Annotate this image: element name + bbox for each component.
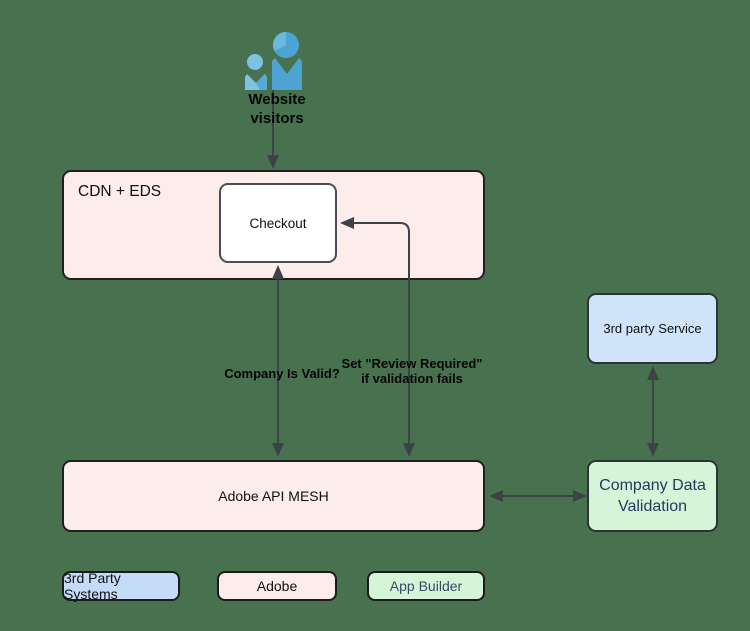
arrowhead-left-mesh bbox=[489, 490, 503, 502]
arrowhead-down-mesh-right bbox=[403, 443, 415, 457]
arrowhead-down-mesh-left bbox=[272, 443, 284, 457]
arrowhead-down-cdn bbox=[267, 155, 279, 169]
legend-app-builder-label: App Builder bbox=[389, 578, 463, 594]
legend-3rd-party-systems-label: 3rd Party Systems bbox=[64, 570, 121, 602]
legend-adobe-label: Adobe bbox=[256, 578, 298, 594]
users-icon bbox=[245, 32, 302, 90]
node-3rd-party-service: 3rd party Service bbox=[587, 293, 718, 364]
node-adobe-api-mesh: Adobe API MESH bbox=[62, 460, 485, 532]
review-required-label-line1: Set "Review Required" bbox=[341, 356, 483, 371]
company-data-validation-label: Company Data Validation bbox=[599, 477, 706, 515]
legend-app-builder: App Builder bbox=[367, 571, 485, 601]
company-is-valid-label: Company Is Valid? bbox=[224, 366, 340, 381]
node-checkout: Checkout bbox=[219, 183, 337, 263]
node-company-data-validation: Company Data Validation bbox=[587, 460, 718, 532]
3rd-party-service-label: 3rd party Service bbox=[603, 321, 702, 336]
checkout-label: Checkout bbox=[249, 215, 307, 231]
cdn-eds-label: CDN + EDS bbox=[78, 183, 162, 200]
arrowhead-down-cdv bbox=[647, 443, 659, 457]
adobe-api-mesh-label: Adobe API MESH bbox=[218, 488, 329, 504]
website-visitors-label: Website visitors bbox=[248, 91, 306, 127]
legend-3rd-party-systems: 3rd Party Systems bbox=[62, 570, 180, 602]
arrowhead-up-service bbox=[647, 366, 659, 380]
arrowhead-right-cdv bbox=[573, 490, 587, 502]
review-required-label: Set "Review Required" if validation fail… bbox=[342, 356, 483, 386]
review-required-label-line2: if validation fails bbox=[361, 371, 463, 386]
legend-adobe: Adobe bbox=[217, 571, 337, 601]
